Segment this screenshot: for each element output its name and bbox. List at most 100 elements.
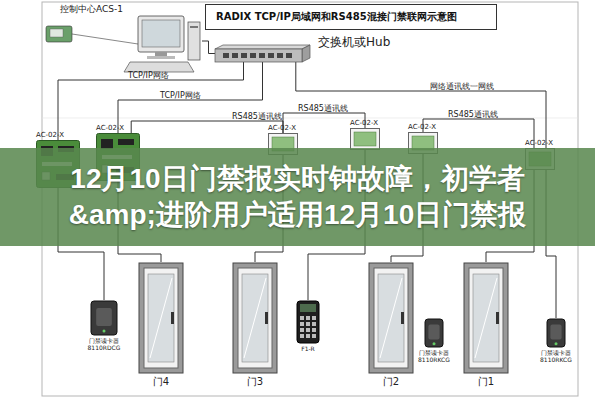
device-model: AC-02-X (350, 119, 378, 127)
wire-label: RS485通讯线 (232, 111, 282, 122)
connector-line (423, 119, 534, 148)
door-part (238, 268, 272, 368)
door-node: 门3 (232, 262, 278, 374)
door-label: 门2 (383, 376, 399, 388)
reader-part (550, 325, 561, 340)
ctrl-part (351, 129, 380, 150)
switch-part (241, 53, 247, 58)
keypad-node: F1-R (296, 300, 320, 344)
wire-label: 网络通讯线一网线 (430, 81, 494, 92)
board-part (118, 139, 134, 145)
device-model: 门禁读卡器 8110RKCG (532, 350, 580, 364)
device-model: AC-02-X (36, 131, 64, 139)
door-part (496, 312, 499, 324)
center-part (142, 20, 180, 47)
reader-part (96, 308, 112, 326)
keypad-part (306, 316, 310, 320)
reader-part (91, 301, 117, 335)
keypad-part (300, 334, 304, 338)
keypad-part (312, 334, 316, 338)
reader-part (547, 319, 565, 347)
device-label: 控制中心ACS-1 (60, 4, 123, 14)
door-part (265, 312, 268, 324)
keypad-part (306, 334, 310, 338)
ctrl-symbol (350, 128, 380, 150)
wire-label: TCP/IP网络 (160, 90, 201, 101)
switch-part (277, 53, 283, 58)
reader-part (433, 342, 436, 345)
door-part (139, 263, 183, 373)
switch-node: 交换机或Hub (215, 45, 310, 62)
title-banner: 12月10日门禁报实时钟故障，初学者 &amp;进阶用户适用12月10日门禁报 (0, 148, 595, 246)
door-symbol (138, 262, 184, 374)
wire-label: RS485通讯线 (448, 109, 498, 120)
center-part (72, 34, 138, 44)
reader-symbol (424, 318, 444, 348)
door-part (475, 278, 497, 358)
switch-part (215, 49, 302, 62)
switch-part (223, 53, 229, 58)
center-node: 控制中心ACS-1 (42, 4, 202, 78)
reader-part (555, 342, 558, 345)
device-model: AC-02-X (268, 124, 296, 132)
door-part (244, 278, 266, 358)
door-part (148, 274, 174, 362)
keypad-part (300, 316, 304, 320)
center-part (124, 62, 194, 72)
door-node: 门1 (463, 262, 509, 374)
diagram-title: RADIX TCP/IP局域网和RS485混接门禁联网示意图 (205, 4, 497, 30)
door-label: 门1 (478, 376, 494, 388)
center-part (147, 56, 175, 59)
door-part (374, 268, 408, 368)
door-symbol (232, 262, 278, 374)
reader-node: 门禁读卡器 8110RKCG (424, 318, 444, 348)
keypad-part (312, 316, 316, 320)
reader-symbol (546, 318, 566, 348)
ctrl-part (354, 132, 376, 146)
connector-line (118, 62, 263, 133)
door-part (464, 263, 508, 373)
door-part (401, 312, 404, 324)
door-symbol (463, 262, 509, 374)
reader-node: 门禁读卡器 8110RDCG (90, 300, 118, 336)
keypad-part (300, 304, 316, 312)
switch-part (232, 53, 238, 58)
door-part (369, 263, 413, 373)
switch-part (215, 45, 310, 49)
switch-part (259, 53, 265, 58)
connector-line (58, 62, 244, 140)
door-part (473, 274, 499, 362)
center-part (138, 16, 184, 52)
switch-part (286, 53, 292, 58)
door-part (144, 268, 178, 368)
device-model: AC-02-X (408, 123, 436, 131)
center-part (188, 22, 200, 60)
connector-line (202, 41, 215, 54)
door-part (171, 312, 174, 324)
ctrl-node: AC-02-X (350, 128, 380, 150)
keypad-part (300, 322, 304, 326)
door-label: 门4 (153, 376, 169, 388)
switch-part (268, 53, 274, 58)
center-part (50, 29, 63, 37)
door-part (380, 278, 402, 358)
door-part (242, 274, 268, 362)
banner-text: 12月10日门禁报实时钟故障，初学者 &amp;进阶用户适用12月10日门禁报 (28, 161, 568, 233)
switch-symbol (215, 45, 310, 62)
keypad-part (312, 328, 316, 332)
device-model: AC-02-X (525, 139, 553, 147)
center-part (190, 26, 198, 28)
keypad-part (306, 322, 310, 326)
connector-line (131, 121, 283, 133)
device-label: 交换机或Hub (318, 36, 390, 50)
door-label: 门3 (247, 376, 263, 388)
door-part (378, 274, 404, 362)
keypad-symbol (296, 300, 320, 344)
wire-label: TCP/IP网络 (128, 70, 169, 81)
door-part (469, 268, 503, 368)
device-model: 门禁读卡器 8110RKCG (410, 350, 458, 364)
center-part (155, 52, 167, 56)
device-model: 门禁读卡器 8110RDCG (80, 338, 128, 352)
door-part (150, 278, 172, 358)
